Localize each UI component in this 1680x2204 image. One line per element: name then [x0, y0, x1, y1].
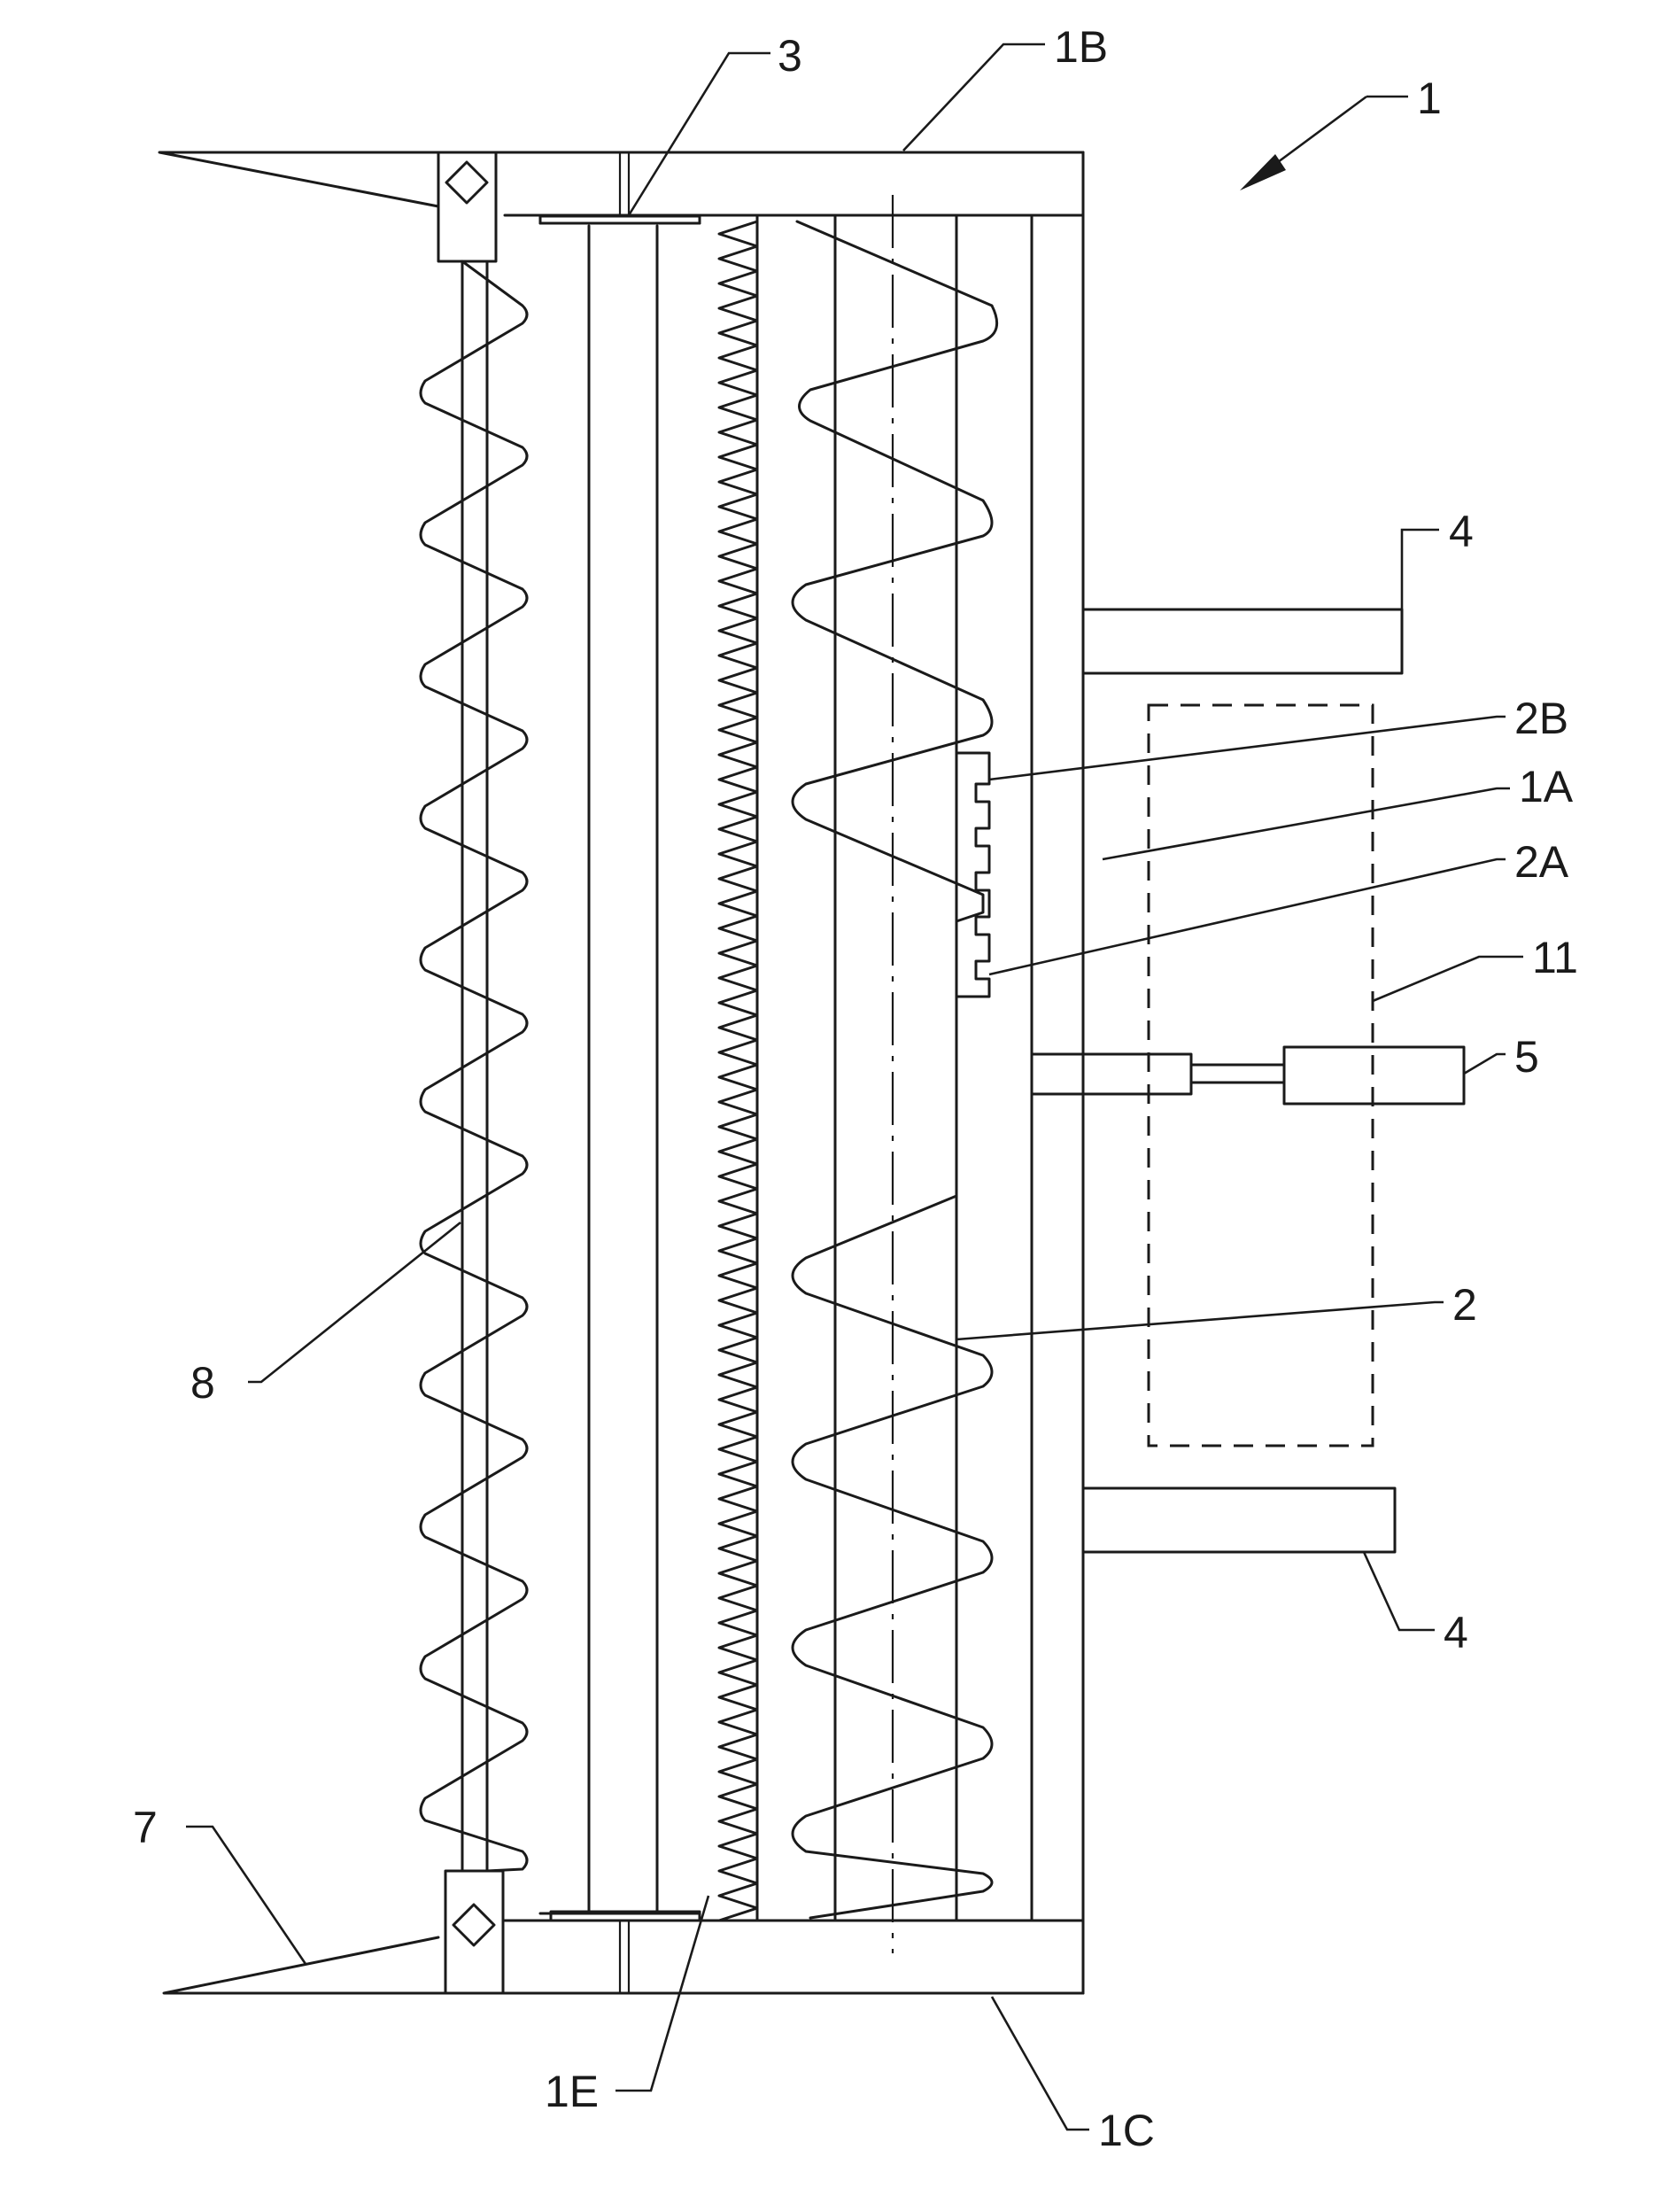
svg-text:1C: 1C	[1098, 2106, 1155, 2155]
svg-text:1: 1	[1417, 74, 1442, 123]
svg-text:11: 11	[1532, 933, 1578, 982]
auger-flighting	[793, 221, 997, 1918]
auger-housing	[835, 215, 1032, 1921]
mount-bracket-bottom	[1083, 1488, 1395, 1552]
svg-text:2A: 2A	[1514, 837, 1569, 887]
serrated-knife	[719, 215, 757, 1921]
label-11: 11	[1532, 933, 1578, 982]
label-7: 7	[133, 1803, 158, 1852]
label-8: 8	[190, 1358, 215, 1408]
label-4-bottom: 4	[1444, 1608, 1468, 1657]
label-2: 2	[1452, 1280, 1477, 1330]
svg-text:4: 4	[1444, 1608, 1468, 1657]
svg-text:1B: 1B	[1054, 22, 1108, 72]
label-5: 5	[1514, 1032, 1539, 1082]
label-3: 3	[778, 31, 802, 81]
actuator	[1032, 1047, 1464, 1104]
svg-text:4: 4	[1449, 507, 1474, 556]
label-2A: 2A	[1514, 837, 1569, 887]
crop-divider-top	[159, 152, 1083, 206]
assembly-arrow	[1240, 97, 1408, 190]
label-4-top: 4	[1449, 507, 1474, 556]
label-1: 1	[1417, 74, 1442, 123]
rack-gear	[956, 753, 989, 997]
svg-text:8: 8	[190, 1358, 215, 1408]
leader-lines	[186, 44, 1523, 2130]
svg-text:2B: 2B	[1514, 694, 1568, 743]
label-1E: 1E	[545, 2067, 599, 2116]
reel-spiral	[421, 261, 527, 1871]
bearing-top	[438, 152, 496, 261]
frame-bottom-beam	[438, 1921, 1083, 1993]
auger-tube	[757, 195, 956, 1953]
label-1C: 1C	[1098, 2106, 1155, 2155]
bearing-bottom	[445, 1871, 503, 1993]
mount-bracket-top	[1083, 609, 1402, 673]
cutter-bar	[540, 216, 700, 1921]
label-2B: 2B	[1514, 694, 1568, 743]
svg-text:7: 7	[133, 1803, 158, 1852]
label-1A: 1A	[1519, 762, 1574, 811]
svg-text:3: 3	[778, 31, 802, 81]
label-1B: 1B	[1054, 22, 1108, 72]
crop-divider-bottom	[164, 1937, 1083, 1993]
svg-text:2: 2	[1452, 1280, 1477, 1330]
svg-text:5: 5	[1514, 1032, 1539, 1082]
svg-text:1E: 1E	[545, 2067, 599, 2116]
svg-text:1A: 1A	[1519, 762, 1574, 811]
frame-top-beam	[438, 152, 1083, 215]
